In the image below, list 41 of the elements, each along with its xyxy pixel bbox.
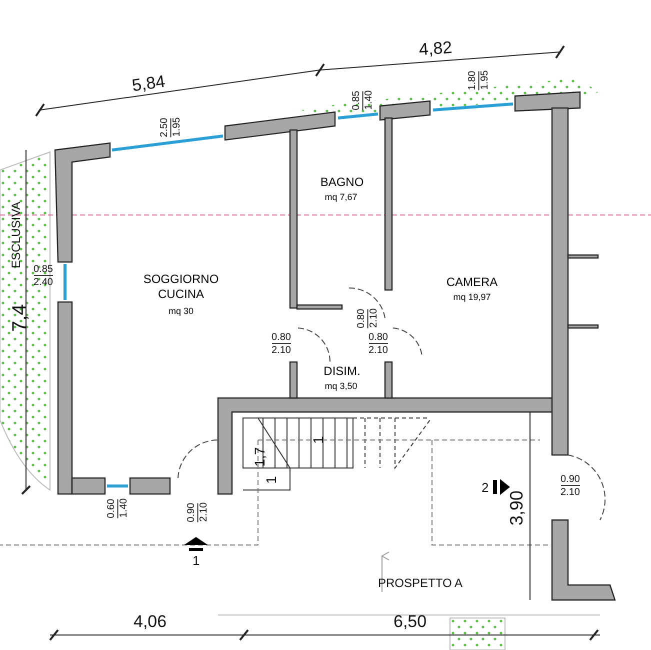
window-size-text: 1.80 <box>468 70 479 90</box>
door-size-text: 2.10 <box>560 488 580 498</box>
dimension-text: 4,82 <box>418 38 452 58</box>
dimension-text: 5,84 <box>130 72 166 94</box>
door-size-text: 0.90 <box>186 502 198 522</box>
door-size-text: 2.10 <box>369 308 380 328</box>
dimension-text: 7,4 <box>10 304 30 332</box>
room-area-text: mq 30 <box>167 306 194 316</box>
stair-dimension-text: 1 <box>264 476 278 484</box>
area-note: ESCLUSIVA <box>10 202 22 268</box>
door-size-text: 2.10 <box>199 502 210 522</box>
room-area-text: mq 3,50 <box>324 381 358 391</box>
door-size-text: 0.80 <box>368 332 388 344</box>
window-size-text: 1.40 <box>364 90 374 110</box>
dimension-text: 3,90 <box>507 490 526 526</box>
window-size-text: 0.60 <box>106 498 118 518</box>
door-size-text: 2.10 <box>272 346 291 356</box>
room-area-text: mq 19,97 <box>452 292 492 302</box>
window-size-text: 1.95 <box>172 117 182 137</box>
room-area-text: mq 7,67 <box>324 192 358 202</box>
window-size-text: 1.40 <box>119 498 130 518</box>
window-size-text: 2.40 <box>34 278 53 288</box>
dimension-text: 6,50 <box>394 612 427 630</box>
window-size-text: 1.95 <box>480 70 490 90</box>
view-label: PROSPETTO A <box>378 577 462 589</box>
room-name: BAGNO <box>319 175 365 190</box>
window-size-text: 0.85 <box>352 90 363 110</box>
door-size-text: 0.80 <box>272 332 291 344</box>
door-size-text: 0.80 <box>356 308 368 328</box>
stair-dimension-text: 1,7 <box>252 447 266 467</box>
dimension-text: 4,06 <box>134 612 167 630</box>
section-number: 2 <box>482 480 489 494</box>
door-size-text: 2.10 <box>368 346 388 356</box>
section-number: 1 <box>192 554 200 566</box>
stair-dimension-text: 1 <box>310 436 325 444</box>
room-name: SOGGIORNO CUCINA <box>142 272 220 302</box>
door-size-text: 0.90 <box>560 474 580 486</box>
room-name: CAMERA <box>445 275 499 290</box>
window-size-text: 2.50 <box>160 117 171 137</box>
window-size-text: 0.85 <box>34 264 53 276</box>
room-name: DISIM. <box>322 364 362 379</box>
